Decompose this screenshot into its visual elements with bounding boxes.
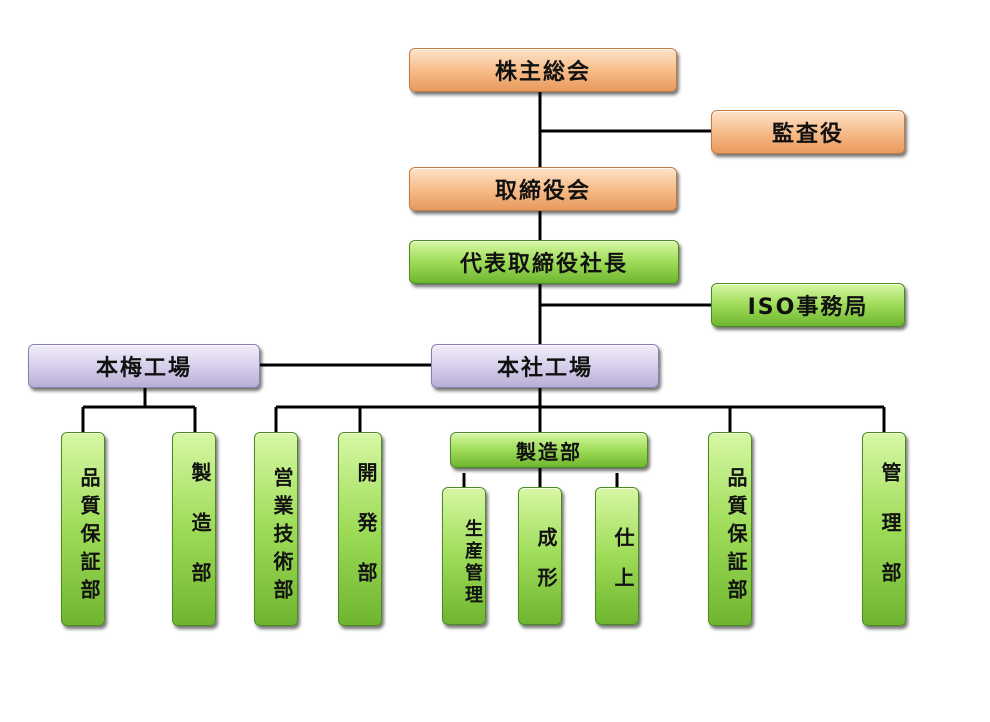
president-label: 代表取締役社長 (459, 252, 628, 277)
management-dept-box: 管理部 (862, 432, 906, 626)
molding-label: 成形 (534, 527, 558, 607)
shareholders-meeting-box: 株主総会 (409, 48, 677, 92)
production-control-label: 生産管理 (462, 519, 483, 607)
sales-tech-dept-box: 営業技術部 (254, 432, 298, 626)
honume-factory-box: 本梅工場 (28, 344, 260, 388)
shareholders-meeting-label: 株主総会 (494, 60, 591, 85)
honsha-quality-dept-box: 品質保証部 (708, 432, 752, 626)
honsha-manufacturing-dept-label: 製造部 (516, 439, 582, 464)
iso-office-box: ISO事務局 (711, 283, 905, 327)
president-box: 代表取締役社長 (409, 240, 679, 284)
molding-box: 成形 (518, 487, 562, 625)
development-dept-label: 開発部 (354, 462, 378, 612)
finishing-box: 仕上 (595, 487, 639, 625)
honume-quality-dept-label: 品質保証部 (77, 467, 101, 607)
management-dept-label: 管理部 (878, 462, 902, 612)
honume-quality-dept-box: 品質保証部 (61, 432, 105, 626)
honsha-manufacturing-dept-box: 製造部 (450, 432, 648, 468)
sales-tech-dept-label: 営業技術部 (270, 467, 294, 607)
honume-manufacturing-dept-label: 製造部 (188, 462, 212, 612)
honume-factory-label: 本梅工場 (95, 356, 192, 381)
development-dept-box: 開発部 (338, 432, 382, 626)
finishing-label: 仕上 (611, 527, 635, 607)
honsha-factory-label: 本社工場 (496, 356, 593, 381)
honume-manufacturing-dept-box: 製造部 (172, 432, 216, 626)
board-of-directors-box: 取締役会 (409, 167, 677, 211)
honsha-quality-dept-label: 品質保証部 (724, 467, 748, 607)
iso-office-label: ISO事務局 (747, 295, 869, 320)
board-of-directors-label: 取締役会 (494, 179, 591, 204)
auditor-label: 監査役 (771, 122, 844, 147)
honsha-factory-box: 本社工場 (431, 344, 659, 388)
production-control-box: 生産管理 (442, 487, 486, 625)
auditor-box: 監査役 (711, 110, 905, 154)
